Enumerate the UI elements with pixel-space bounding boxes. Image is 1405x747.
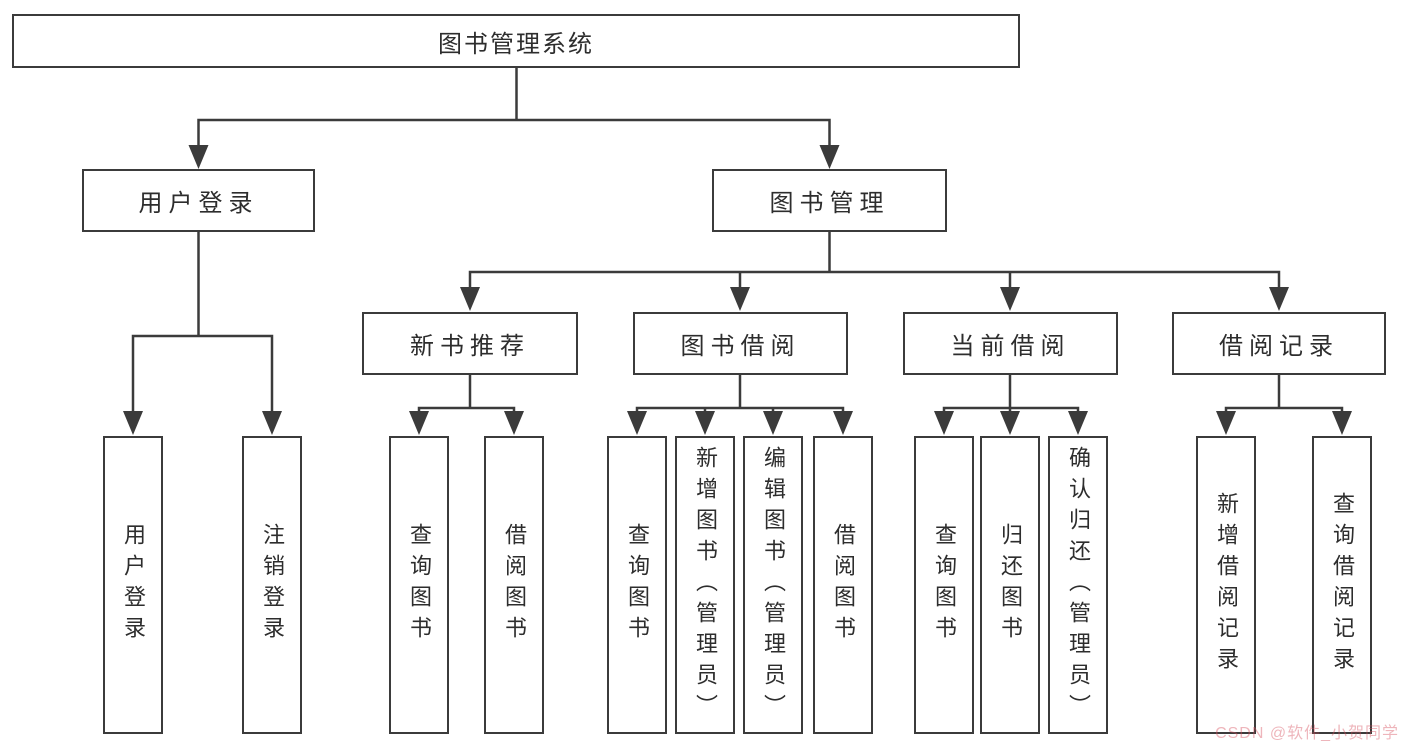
node-borrow-records: 借阅记录 bbox=[1172, 312, 1386, 375]
leaf-logout-login: 注销登录 bbox=[242, 436, 302, 734]
leaf-query-book-recommend: 查询图书 bbox=[389, 436, 449, 734]
leaf-label: 注销登录 bbox=[260, 523, 285, 647]
node-label: 图书管理系统 bbox=[438, 30, 594, 58]
leaf-user-login: 用户登录 bbox=[103, 436, 163, 734]
leaf-label: 查询借阅记录 bbox=[1330, 492, 1355, 678]
node-book-management-system: 图书管理系统 bbox=[12, 14, 1020, 68]
node-label: 借阅记录 bbox=[1219, 333, 1339, 360]
leaf-label: 新增图书（管理员） bbox=[693, 445, 718, 725]
leaf-label: 用户登录 bbox=[121, 523, 146, 647]
node-label: 图书管理 bbox=[769, 190, 890, 217]
leaf-label: 确认归还（管理员） bbox=[1066, 445, 1091, 725]
node-book-management: 图书管理 bbox=[712, 169, 947, 232]
node-label: 当前借阅 bbox=[950, 333, 1071, 360]
leaf-query-book-current: 查询图书 bbox=[914, 436, 974, 734]
node-current-borrow: 当前借阅 bbox=[903, 312, 1118, 375]
leaf-edit-book-admin: 编辑图书（管理员） bbox=[743, 436, 803, 734]
leaf-borrow-book-recommend: 借阅图书 bbox=[484, 436, 544, 734]
node-label: 图书借阅 bbox=[680, 333, 801, 360]
leaf-label: 查询图书 bbox=[625, 523, 650, 647]
leaf-query-borrow-record: 查询借阅记录 bbox=[1312, 436, 1372, 734]
leaf-confirm-return-admin: 确认归还（管理员） bbox=[1048, 436, 1108, 734]
leaf-add-borrow-record: 新增借阅记录 bbox=[1196, 436, 1256, 734]
leaf-query-book-borrow: 查询图书 bbox=[607, 436, 667, 734]
leaf-return-book: 归还图书 bbox=[980, 436, 1040, 734]
leaf-label: 查询图书 bbox=[407, 523, 432, 647]
leaf-label: 查询图书 bbox=[932, 523, 957, 647]
leaf-add-book-admin: 新增图书（管理员） bbox=[675, 436, 735, 734]
leaf-label: 借阅图书 bbox=[502, 523, 527, 647]
node-label: 新书推荐 bbox=[410, 333, 530, 360]
leaf-label: 借阅图书 bbox=[831, 523, 856, 647]
leaf-label: 新增借阅记录 bbox=[1214, 492, 1239, 678]
leaf-label: 归还图书 bbox=[998, 523, 1023, 647]
node-label: 用户登录 bbox=[138, 190, 259, 217]
node-new-book-recommend: 新书推荐 bbox=[362, 312, 578, 375]
arrow-down-icon bbox=[123, 145, 1352, 435]
node-book-borrow: 图书借阅 bbox=[633, 312, 848, 375]
leaf-borrow-book: 借阅图书 bbox=[813, 436, 873, 734]
node-user-login: 用户登录 bbox=[82, 169, 315, 232]
leaf-label: 编辑图书（管理员） bbox=[761, 445, 786, 725]
